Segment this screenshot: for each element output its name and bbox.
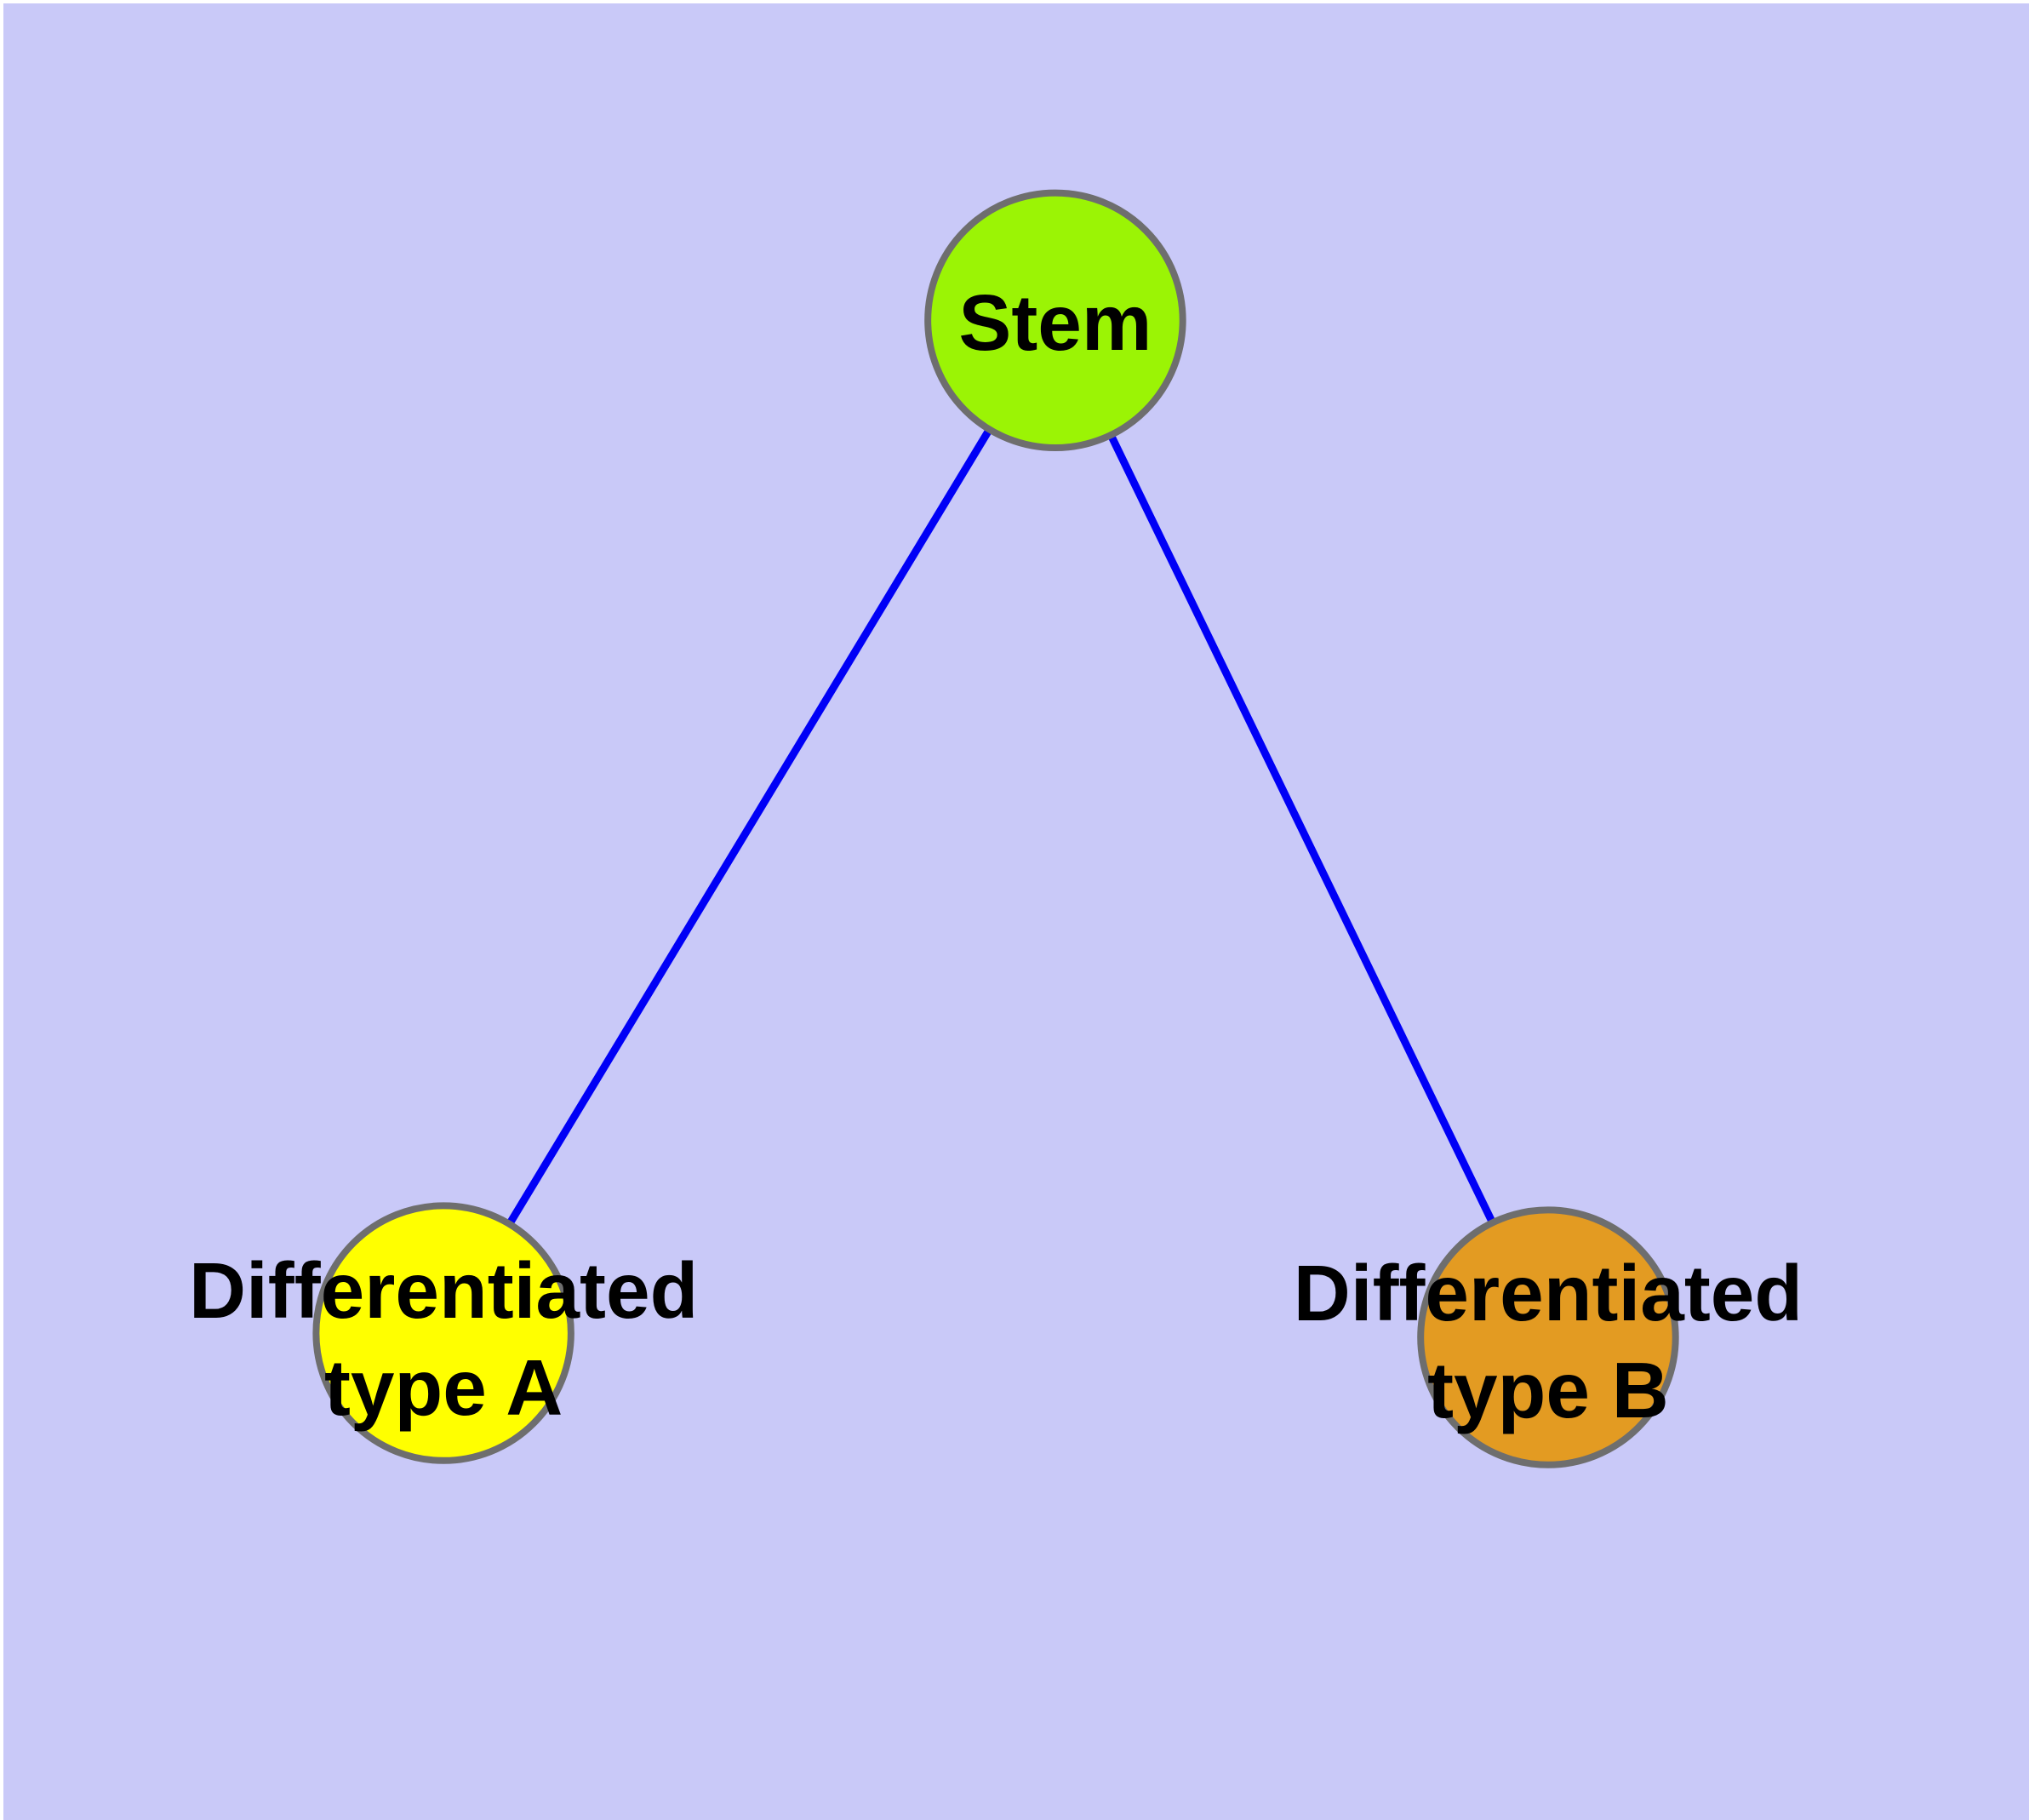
node-stem-label: Stem [958,278,1152,367]
edge-stem-to-type-a [440,318,1059,1336]
node-differentiated-type-b: Differentiated type B [1294,1206,1803,1468]
node-stem: Stem [924,189,1186,452]
edge-layer [440,318,1552,1340]
node-type-b-label-line1: Differentiated [1294,1249,1803,1337]
node-type-b-label-line2: type B [1427,1346,1669,1434]
cell-differentiation-diagram: Stem Differentiated type A Differentiate… [3,3,2029,1820]
node-type-b-circle [1417,1206,1679,1468]
node-type-a-label-line1: Differentiated [189,1246,698,1335]
node-type-a-circle [312,1202,574,1464]
edge-stem-to-type-b [1051,318,1552,1340]
node-stem-circle [924,189,1186,452]
diagram-canvas: Stem Differentiated type A Differentiate… [3,3,2029,1820]
node-differentiated-type-a: Differentiated type A [189,1202,698,1464]
node-type-a-label-line2: type A [324,1343,563,1432]
